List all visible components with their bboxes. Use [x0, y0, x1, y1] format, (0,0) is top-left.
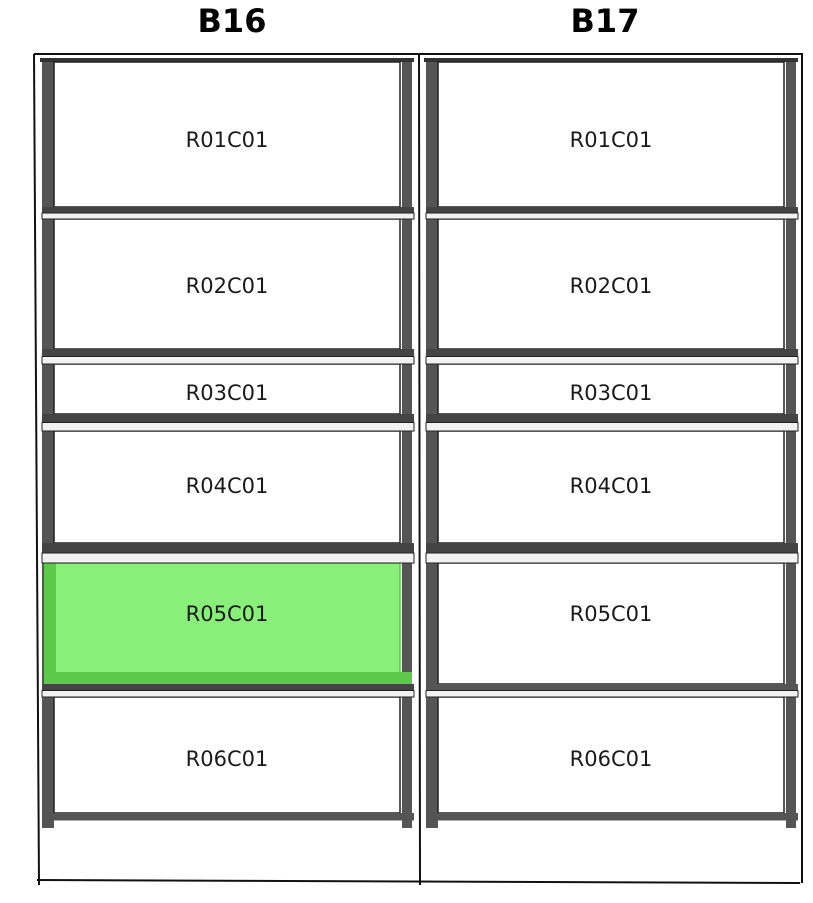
slot-b16-r05c01[interactable]: R05C01: [44, 562, 412, 685]
slot-b17-r04c01[interactable]: R04C01: [437, 430, 785, 544]
shelf-front: [41, 422, 415, 432]
rack-frame: [33, 53, 803, 886]
bay-left-post: [426, 62, 438, 828]
slot-box[interactable]: [437, 696, 785, 814]
shelf-top: [42, 349, 414, 357]
slot-b16-r06c01[interactable]: R06C01: [53, 696, 401, 814]
shelf-top: [42, 684, 414, 691]
slot-b17-r02c01[interactable]: R02C01: [437, 218, 785, 350]
shelf-front: [41, 356, 415, 365]
bay-top-edge: [424, 58, 798, 62]
shelf-front: [425, 212, 799, 220]
slot-label: R05C01: [186, 602, 269, 626]
shelf-top: [42, 414, 414, 423]
shelf-top: [426, 207, 798, 213]
shelf-front: [425, 356, 799, 365]
slot-b17-r06c01[interactable]: R06C01: [437, 696, 785, 814]
slot-box[interactable]: [53, 61, 401, 208]
slot-label: R04C01: [570, 474, 653, 498]
shelf-front: [425, 690, 799, 698]
slot-b16-r02c01[interactable]: R02C01: [53, 218, 401, 350]
shelf-front: [41, 552, 415, 564]
slot-b16-r03c01[interactable]: R03C01: [53, 363, 401, 415]
slot-label: R03C01: [570, 381, 653, 405]
slot-label: R03C01: [186, 381, 269, 405]
slot-selected-floor: [44, 672, 412, 684]
slot-b17-r03c01[interactable]: R03C01: [437, 363, 785, 415]
shelf-front: [41, 212, 415, 220]
shelf-top: [42, 543, 414, 553]
bay-top-edge: [40, 58, 414, 62]
slot-box[interactable]: [437, 218, 785, 350]
slot-box[interactable]: [53, 363, 401, 415]
shelf-top: [426, 684, 798, 691]
slot-label: R06C01: [570, 747, 653, 771]
shelf-top: [42, 207, 414, 213]
shelf-front: [425, 552, 799, 564]
slot-box[interactable]: [437, 61, 785, 208]
bay-title-b16: B16: [197, 2, 267, 40]
bay-left-post: [42, 62, 54, 828]
slot-label: R01C01: [570, 128, 653, 152]
shelf-front: [425, 422, 799, 432]
shelf-top: [426, 813, 798, 821]
slot-box[interactable]: [53, 562, 401, 685]
slot-b17-r05c01[interactable]: R05C01: [437, 562, 785, 685]
slot-label: R06C01: [186, 747, 269, 771]
shelf-top: [426, 543, 798, 553]
slot-label: R05C01: [570, 602, 653, 626]
slot-label: R01C01: [186, 128, 269, 152]
shelf-front: [41, 690, 415, 698]
slot-label: R04C01: [186, 474, 269, 498]
slot-label: R02C01: [570, 274, 653, 298]
slot-box[interactable]: [53, 430, 401, 544]
slot-selected-side: [44, 563, 56, 684]
slot-b16-r04c01[interactable]: R04C01: [53, 430, 401, 544]
shelf-top: [426, 349, 798, 357]
shelf-top: [426, 414, 798, 423]
bay-right-post: [402, 62, 412, 828]
slot-label: R02C01: [186, 274, 269, 298]
slot-box[interactable]: [53, 696, 401, 814]
bay-title-b17: B17: [570, 2, 640, 40]
slot-b16-r01c01[interactable]: R01C01: [53, 61, 401, 208]
slot-b17-r01c01[interactable]: R01C01: [437, 61, 785, 208]
slot-box[interactable]: [53, 218, 401, 350]
shelf-top: [42, 813, 414, 821]
bay-right-post: [786, 62, 796, 828]
slot-box[interactable]: [437, 562, 785, 685]
slot-box[interactable]: [437, 430, 785, 544]
